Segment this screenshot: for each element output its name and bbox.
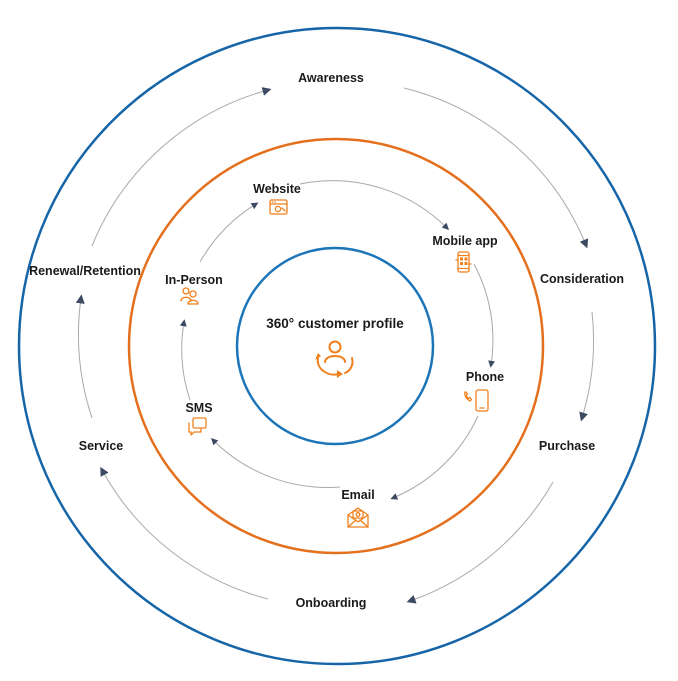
inner-ring (235, 246, 435, 446)
stage-purchase-label: Purchase (539, 439, 595, 453)
browser-icon (269, 199, 288, 215)
arc-purchase-onboarding (406, 481, 554, 604)
stage-consideration-label: Consideration (540, 272, 624, 286)
center-title: 360° customer profile (266, 316, 404, 331)
arc-phone-email (390, 415, 479, 500)
channel-inperson-label: In-Person (165, 273, 223, 287)
lifecycle-arcs (75, 87, 595, 604)
customer-cycle-icon (315, 340, 354, 378)
arc-service-renewal (75, 294, 93, 419)
arc-sms-inperson (179, 319, 191, 401)
arc-onboarding-service (100, 466, 269, 600)
arc-website-mobile (299, 180, 449, 230)
outer-ring (17, 26, 657, 666)
arc-consideration-purchase (579, 311, 595, 422)
channel-phone-label: Phone (466, 370, 504, 384)
stage-awareness-label: Awareness (298, 71, 364, 85)
middle-ring (127, 137, 545, 555)
phone-icon (464, 389, 489, 412)
channel-arcs (179, 180, 496, 500)
email-icon (347, 507, 369, 528)
people-icon (180, 287, 199, 305)
arc-mobile-phone (473, 263, 496, 368)
arc-email-sms (211, 438, 341, 488)
stage-service-label: Service (79, 439, 124, 453)
arc-inperson-website (199, 202, 259, 263)
chat-bubbles-icon (188, 417, 207, 436)
channel-website-label: Website (253, 182, 301, 196)
channel-email-label: Email (341, 488, 374, 502)
channel-sms-label: SMS (185, 401, 212, 415)
mobile-app-icon (455, 251, 472, 273)
stage-onboarding-label: Onboarding (296, 596, 367, 610)
arc-awareness-consideration (403, 87, 589, 249)
channel-mobile-label: Mobile app (432, 234, 498, 248)
stage-renewal-label: Renewal/Retention (29, 264, 141, 278)
arc-renewal-awareness (91, 87, 272, 247)
